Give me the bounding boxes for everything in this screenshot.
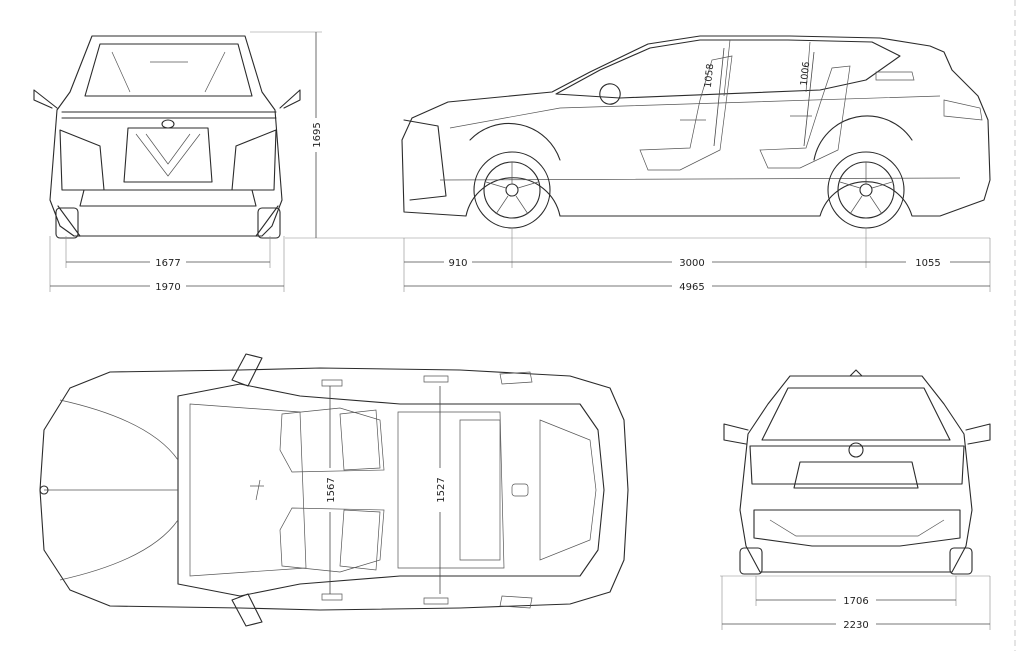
front-track-value: 1677 (155, 258, 180, 269)
side-dimensions: 910 3000 1055 4965 (395, 228, 991, 293)
rear-overhang-value: 1055 (915, 258, 940, 269)
rear-dimensions: 1706 2230 (720, 575, 991, 631)
top-dimensions: 1567 1527 (326, 386, 447, 594)
overall-length-value: 4965 (679, 282, 704, 293)
front-overall-width-value: 1970 (155, 282, 180, 293)
rear-view (723, 369, 991, 575)
wheelbase-value: 3000 (679, 258, 704, 269)
front-shoulder-value: 1567 (326, 477, 337, 502)
rear-headroom-value: 1006 (799, 61, 812, 86)
rear-shoulder-value: 1527 (436, 477, 447, 502)
front-dimensions: 1677 1970 1695 (49, 31, 395, 293)
front-overhang-value: 910 (448, 258, 467, 269)
vehicle-height-value: 1695 (312, 122, 323, 147)
top-view (39, 353, 629, 627)
front-headroom-value: 1058 (703, 63, 716, 88)
rear-track-value: 1706 (843, 596, 868, 607)
front-view (33, 35, 301, 239)
width-with-mirrors-value: 2230 (843, 620, 868, 631)
